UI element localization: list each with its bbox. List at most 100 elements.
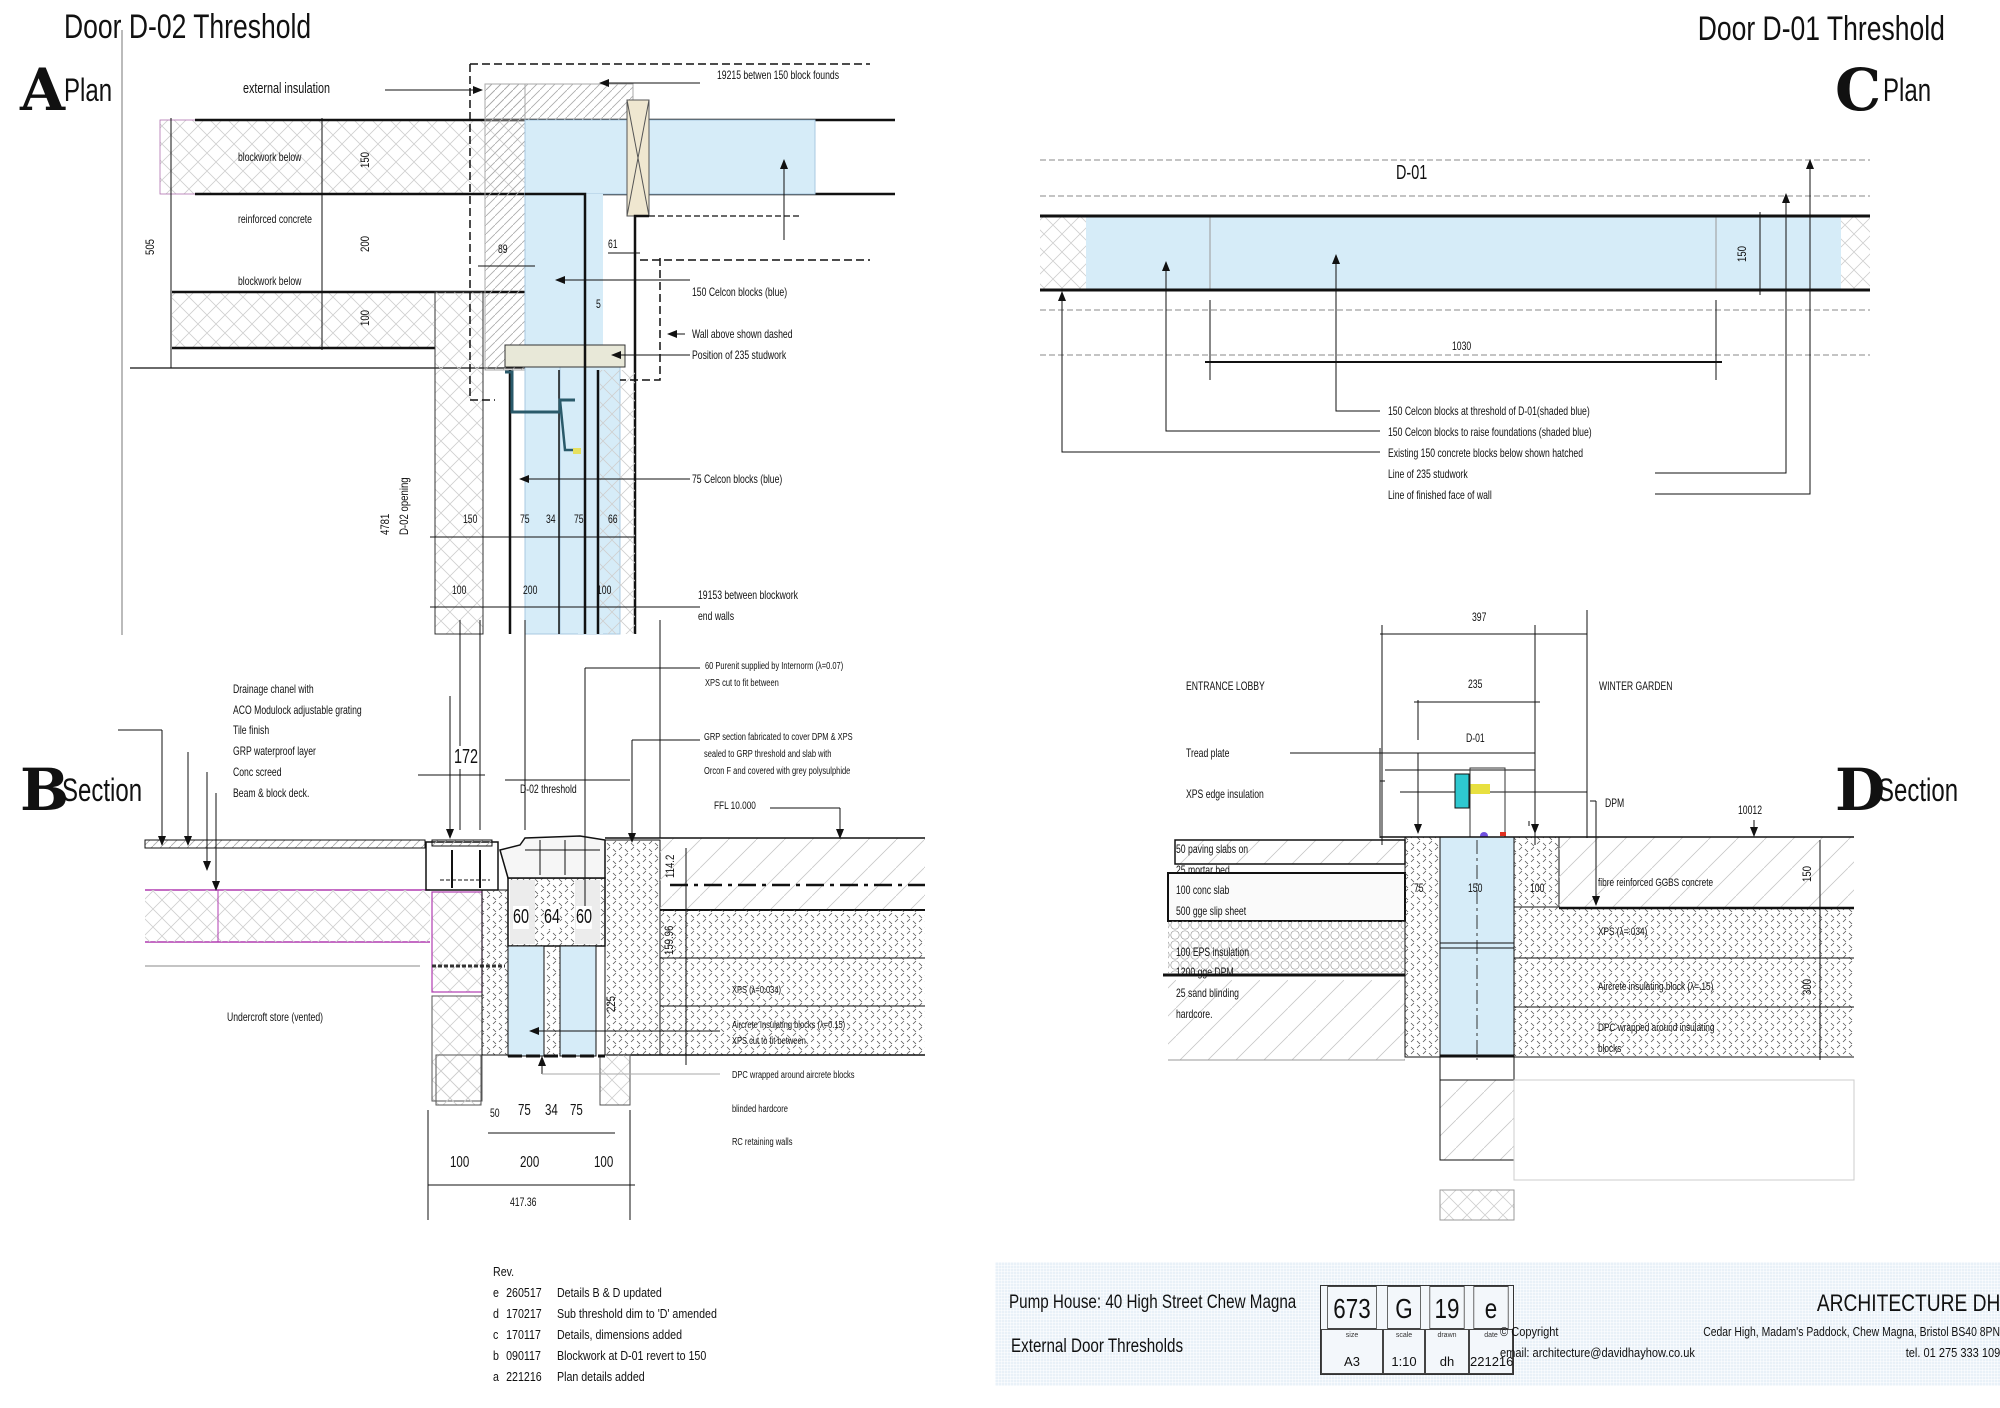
plan-c-geometry bbox=[1040, 159, 1870, 495]
label-wall-above: Wall above shown dashed bbox=[692, 327, 793, 341]
revision-date: 170117 bbox=[506, 1327, 541, 1342]
label-rc-walls: RC retaining walls bbox=[732, 1137, 793, 1148]
revision-row: e 260517 Details B & D updated bbox=[493, 1285, 717, 1306]
label-dpm-gge: 1200 gge DPM bbox=[1176, 965, 1234, 979]
dim-b-114: 114.2 bbox=[663, 854, 677, 878]
dim-a-row2-2: 100 bbox=[597, 583, 612, 597]
revision-desc: Details B & D updated bbox=[556, 1285, 662, 1300]
label-screed: Conc screed bbox=[233, 765, 282, 779]
label-between-blockwork-2: end walls bbox=[698, 609, 735, 623]
label-drainage-2: ACO Modulock adjustable grating bbox=[233, 703, 362, 717]
section-d-geometry bbox=[1163, 610, 1855, 1221]
label-hardcore: blinded hardcore bbox=[732, 1104, 788, 1115]
dim-b-row2-0: 100 bbox=[450, 1154, 470, 1172]
label-xps: XPS (λ=0.034) bbox=[732, 985, 781, 996]
dim-d-235: 235 bbox=[1468, 677, 1483, 691]
revision-date: 221216 bbox=[506, 1369, 542, 1384]
size-value: A3 bbox=[1344, 1354, 1360, 1369]
dim-b-top-2: 60 bbox=[576, 906, 593, 929]
label-opening-1: 4781 bbox=[378, 513, 392, 535]
label-xps-d: XPS (λ=.034) bbox=[1598, 926, 1648, 938]
revision-date: 170217 bbox=[506, 1306, 542, 1321]
dim-d-397: 397 bbox=[1472, 610, 1487, 624]
label-block-founds: 19215 betwen 150 block founds bbox=[717, 68, 840, 82]
right-title: Door D-01 Threshold bbox=[1697, 10, 1945, 48]
label-aircrete-1: Aircrete Insulating blocks (λ=0.15) bbox=[732, 1020, 846, 1031]
view-name-c: Plan bbox=[1883, 72, 1932, 108]
label-grp-1: GRP section fabricated to cover DPM & XP… bbox=[704, 732, 853, 743]
dim-a-100: 100 bbox=[358, 309, 372, 326]
dim-a-row1-4: 66 bbox=[608, 512, 618, 526]
label-hardcore-d: hardcore. bbox=[1176, 1007, 1213, 1021]
dim-b-row1-1: 75 bbox=[518, 1102, 531, 1120]
label-door-d01: D-01 bbox=[1396, 162, 1428, 185]
view-letter-d: D bbox=[1835, 756, 1886, 824]
label-tile: Tile finish bbox=[233, 723, 270, 737]
view-name-b: Section bbox=[62, 772, 143, 808]
dim-c-1030: 1030 bbox=[1452, 339, 1472, 353]
view-name-a: Plan bbox=[64, 72, 113, 108]
label-grp-3: Orcon F and covered with grey polysulphi… bbox=[704, 766, 851, 777]
dim-a-5: 5 bbox=[596, 297, 601, 311]
dim-b-total: 417.36 bbox=[510, 1195, 537, 1209]
label-blockwork-below-2: blockwork below bbox=[238, 274, 302, 288]
view-letter-a: A bbox=[20, 56, 66, 124]
label-sand: 25 sand blinding bbox=[1176, 986, 1239, 1000]
revision-row: b 090117 Blockwork at D-01 revert to 150 bbox=[493, 1348, 717, 1369]
dim-b-top-0: 60 bbox=[513, 906, 530, 929]
drawn-caption: drawn bbox=[1437, 1332, 1457, 1339]
right-title-wrap: Door D-01 Threshold bbox=[1628, 10, 1945, 49]
dim-a-row1-0: 150 bbox=[463, 512, 478, 526]
dim-a-61: 61 bbox=[608, 237, 618, 251]
dim-b-row1-0: 50 bbox=[490, 1106, 500, 1120]
revision-letter: e bbox=[493, 1285, 499, 1300]
label-drainage-1: Drainage chanel with bbox=[233, 682, 314, 696]
label-c-4: Line of finished face of wall bbox=[1388, 488, 1492, 502]
label-d-door: D-01 bbox=[1466, 731, 1485, 745]
view-name-d: Section bbox=[1878, 772, 1959, 808]
drawn-value: dh bbox=[1439, 1354, 1455, 1369]
plan-a-geometry bbox=[121, 30, 895, 635]
title-block: Pump House: 40 High Street Chew Magna Ex… bbox=[995, 1262, 2000, 1386]
label-winter-garden: WINTER GARDEN bbox=[1599, 679, 1673, 693]
dim-a-150: 150 bbox=[358, 151, 372, 168]
date-cell: date 221216 bbox=[1469, 1329, 1513, 1374]
label-grp-2: sealed to GRP threshold and slab with bbox=[704, 749, 832, 760]
label-celcon-150: 150 Celcon blocks (blue) bbox=[692, 285, 788, 299]
label-entrance-lobby: ENTRANCE LOBBY bbox=[1186, 679, 1265, 693]
dim-a-row2-0: 100 bbox=[452, 583, 467, 597]
label-tread-plate: Tread plate bbox=[1186, 746, 1230, 760]
dim-b-row1-2: 34 bbox=[545, 1102, 558, 1120]
label-eps: 100 EPS insulation bbox=[1176, 945, 1250, 959]
dim-c-150: 150 bbox=[1735, 245, 1749, 262]
label-dpc-d-2: blocks bbox=[1598, 1043, 1622, 1055]
scale-value: 1:10 bbox=[1391, 1354, 1417, 1369]
dim-b-159: 159.96 bbox=[662, 925, 676, 955]
revision-letter: a bbox=[493, 1369, 499, 1384]
firm-name: ARCHITECTURE DH bbox=[1816, 1290, 2000, 1317]
label-external-insulation: external insulation bbox=[243, 80, 331, 97]
label-dpc: DPC wrapped around aircrete blocks bbox=[732, 1070, 855, 1081]
label-deck: Beam & block deck. bbox=[233, 786, 310, 800]
email-link[interactable]: email: architecture@davidhayhow.co.uk bbox=[1500, 1345, 1695, 1360]
drawn-cell: drawn dh bbox=[1425, 1329, 1469, 1374]
revision-code: e bbox=[1473, 1286, 1509, 1329]
label-level-10012: 10012 bbox=[1738, 803, 1763, 817]
revision-letter: b bbox=[493, 1348, 499, 1363]
dim-d-150: 150 bbox=[1468, 881, 1483, 895]
label-slip-sheet: 500 gge slip sheet bbox=[1176, 904, 1247, 918]
label-reinforced-concrete: reinforced concrete bbox=[238, 212, 312, 226]
label-studwork: Position of 235 studwork bbox=[692, 348, 787, 362]
drawing-number-grid: 673 G 19 e size A3 scale 1:10 drawn dh d… bbox=[1320, 1285, 1514, 1375]
label-dpc-d-1: DPC wrapped around insulating bbox=[1598, 1022, 1715, 1034]
label-undercroft: Undercroft store (vented) bbox=[227, 1010, 324, 1024]
revision-row: d 170217 Sub threshold dim to 'D' amende… bbox=[493, 1306, 717, 1327]
dim-a-row2-1: 200 bbox=[523, 583, 538, 597]
size-cell: size A3 bbox=[1321, 1329, 1383, 1374]
label-ffl: FFL 10.000 bbox=[714, 800, 756, 812]
label-ggbs: fibre reinforced GGBS concrete bbox=[1598, 877, 1714, 889]
dim-a-row1-2: 34 bbox=[546, 512, 556, 526]
dim-d-300: 300 bbox=[1800, 978, 1814, 995]
label-c-1: 150 Celcon blocks to raise foundations (… bbox=[1388, 425, 1592, 439]
